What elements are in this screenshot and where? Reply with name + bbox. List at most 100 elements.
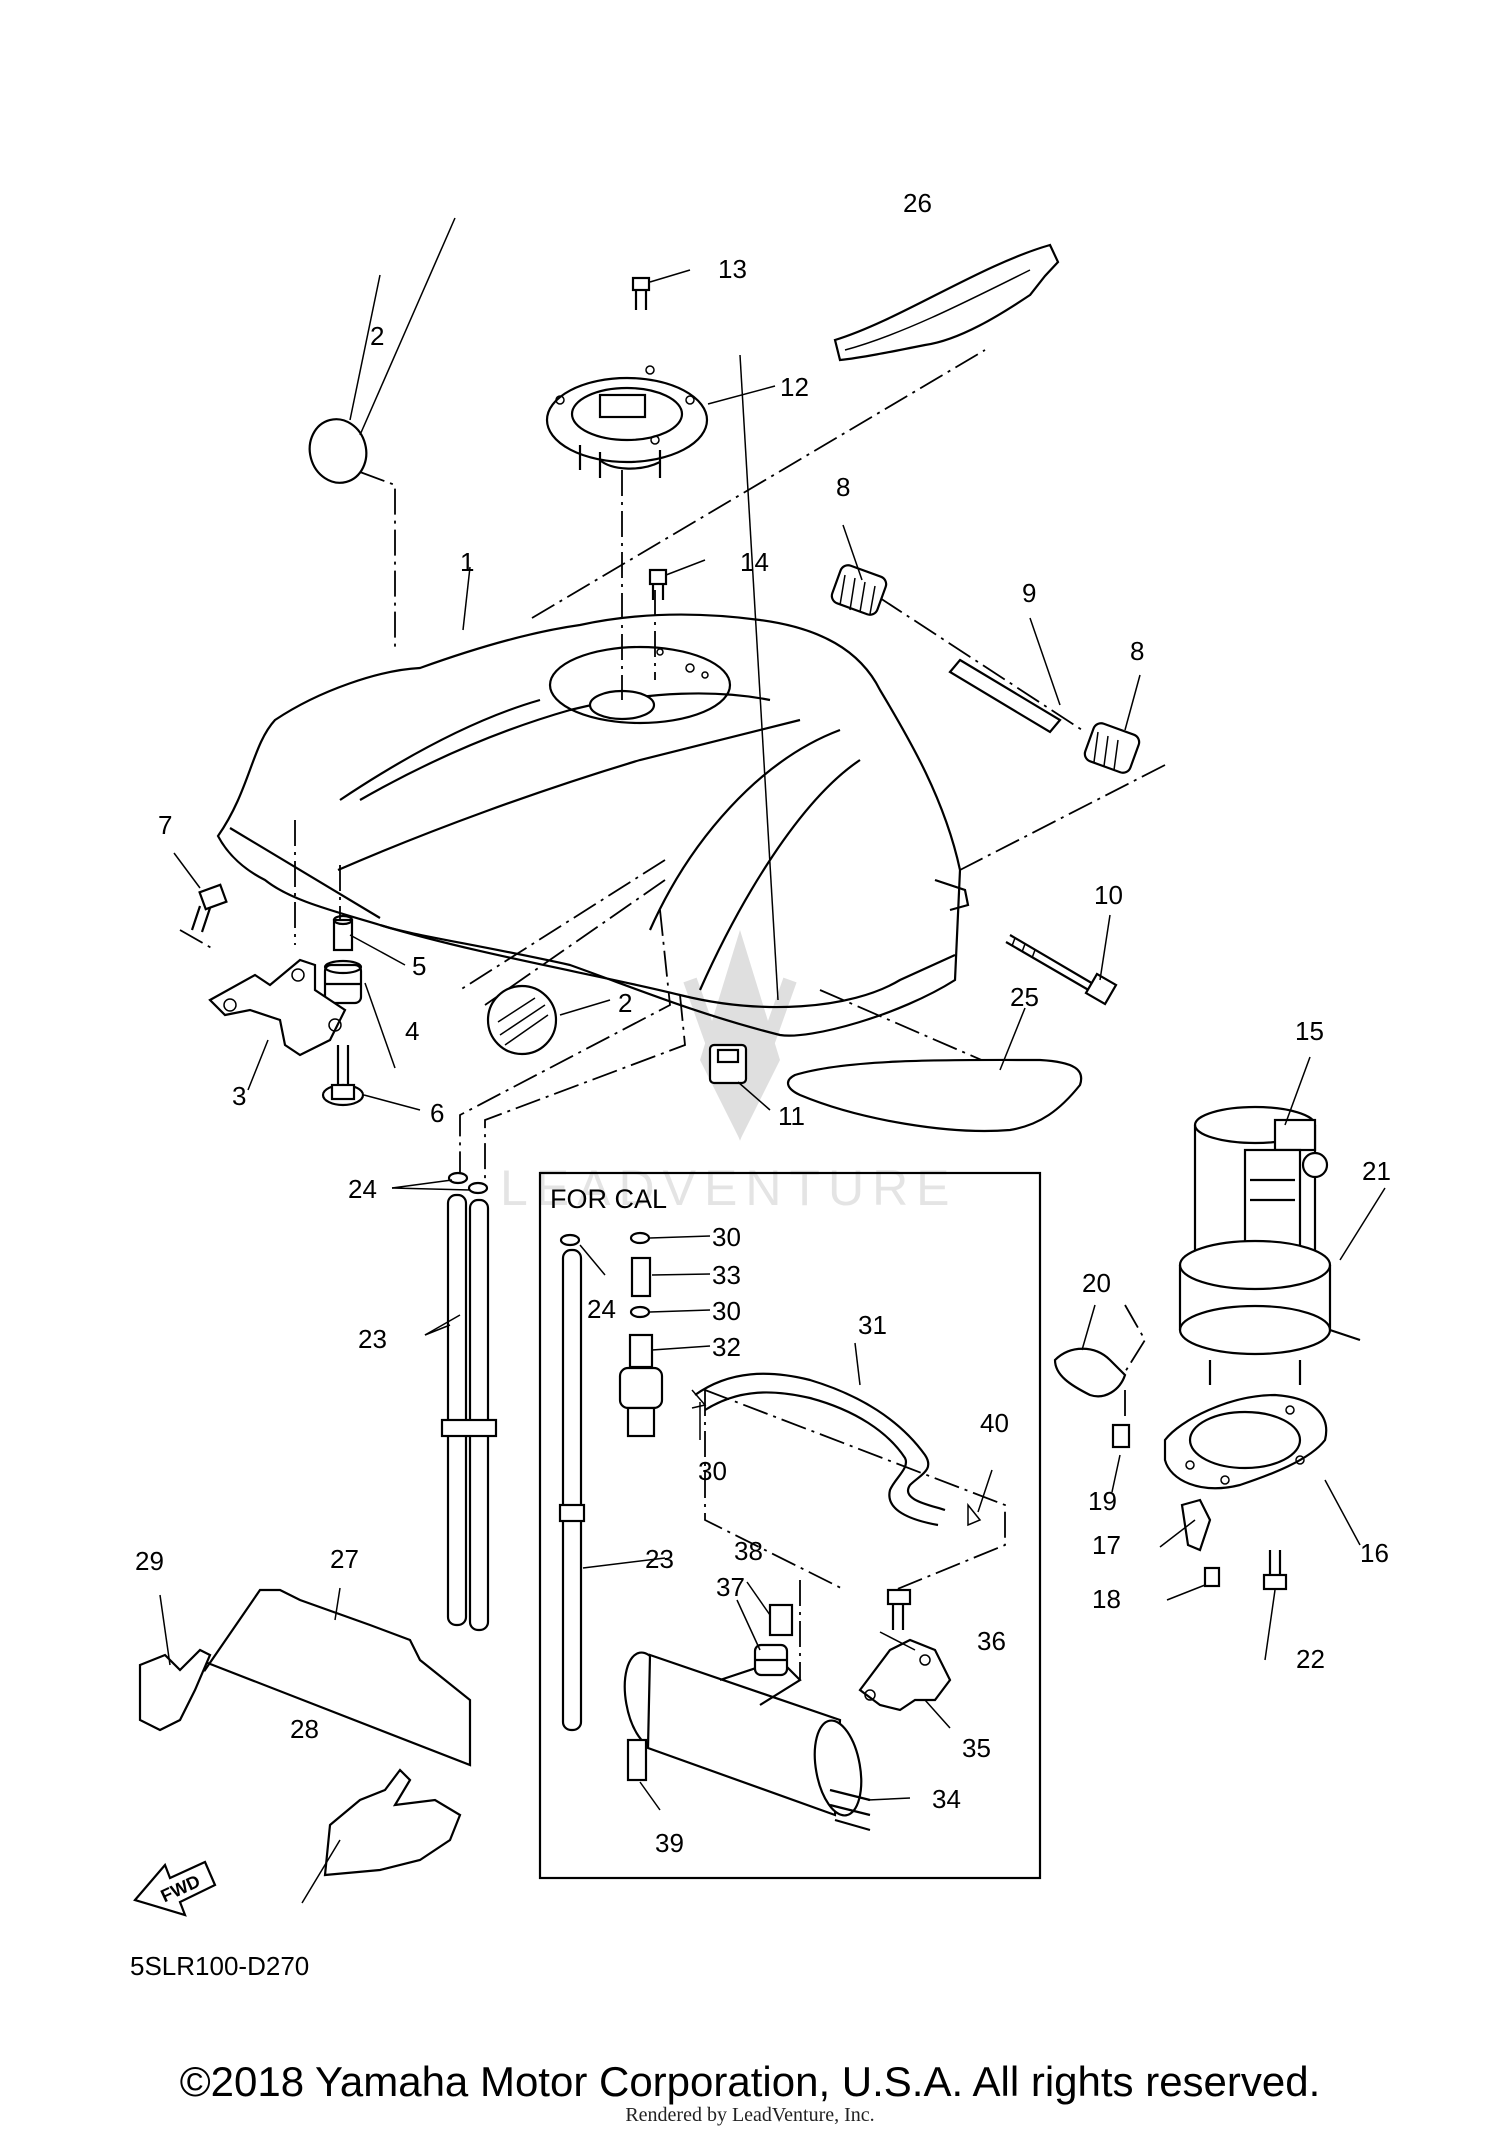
rendered-by-credit: Rendered by LeadVenture, Inc. [625,2104,875,2126]
bracket-21 [1178,1239,1361,1385]
cover-25 [787,1058,1083,1133]
damper-4 [323,959,363,1005]
label-15: 15 [1295,1016,1324,1046]
inset-bracket-35 [858,1638,952,1712]
inset-valve-32 [618,1333,664,1438]
inset-hose-23 [558,1248,586,1732]
label-24-left: 24 [348,1174,377,1204]
label-3: 3 [232,1081,246,1111]
gasket-plate-16 [1163,1393,1328,1490]
clip-17 [1180,1498,1212,1552]
grommet-8-left [830,564,888,616]
label-23-inset: 23 [645,1544,674,1574]
watermark-logo [683,930,797,1141]
cover-29 [138,1648,212,1732]
label-18: 18 [1092,1584,1121,1614]
bracket-3 [208,958,347,1057]
label-4: 4 [405,1016,419,1046]
label-17: 17 [1092,1530,1121,1560]
clips-24-left [447,1171,489,1195]
label-30-a: 30 [712,1222,741,1252]
label-10: 10 [1094,880,1123,910]
for-cal-title: FOR CAL [550,1184,667,1214]
clip-11 [708,1043,748,1085]
cover-28 [323,1768,462,1877]
label-11: 11 [778,1101,805,1131]
label-23-left: 23 [358,1324,387,1354]
inset-damper-37 [753,1643,789,1677]
filler-cap-12 [545,365,709,478]
label-12: 12 [780,372,809,402]
fuel-pump-15 [1193,1105,1329,1262]
for-cal-inset-box [538,1171,1042,1880]
inset-cap-39 [626,1738,648,1782]
hose-9 [948,658,1062,734]
label-21: 21 [1362,1156,1391,1186]
label-24-inset: 24 [587,1294,616,1324]
label-5: 5 [412,951,426,981]
label-1: 1 [460,547,474,577]
label-6: 6 [430,1098,444,1128]
label-19: 19 [1088,1486,1117,1516]
inset-collar-38 [768,1603,794,1637]
label-27: 27 [330,1544,359,1574]
label-28: 28 [290,1714,319,1744]
bolt-7 [190,883,228,933]
cap-2-top [308,418,368,484]
inset-clip-30-lower [691,1389,707,1409]
label-30-c: 30 [698,1456,727,1486]
diagram-code: 5SLR100-D270 [130,1951,309,1981]
label-9: 9 [1022,578,1036,608]
watermark-text: LEADVENTURE [500,1160,958,1216]
inset-bolt-36 [886,1588,912,1630]
fuel-tank [216,613,970,1037]
bolt-19 [1111,1423,1131,1449]
callouts [159,217,1386,1904]
bolt-14 [648,568,668,600]
grommet-8-right [1083,722,1141,774]
bolt-10 [1005,934,1118,1006]
part-labels: 26 13 2 12 8 14 1 9 8 7 10 5 25 2 4 15 6… [135,188,1391,1858]
label-35: 35 [962,1733,991,1763]
bolt-13 [631,276,651,310]
bolt-6 [321,1045,365,1107]
label-13: 13 [718,254,747,284]
label-36: 36 [977,1626,1006,1656]
fwd-arrow-icon: FWD [133,1860,217,1917]
label-26: 26 [903,188,932,218]
inset-clip-40 [967,1502,982,1527]
inset-hose-31 [694,1372,946,1527]
hoses-23-left [440,1193,498,1632]
label-40: 40 [980,1408,1009,1438]
inset-clips-30-24 [559,1231,651,1319]
label-8-left: 8 [836,472,850,502]
label-37: 37 [716,1572,745,1602]
label-32: 32 [712,1332,741,1362]
copyright-notice: ©2018 Yamaha Motor Corporation, U.S.A. A… [179,2058,1321,2105]
label-25: 25 [1010,982,1039,1012]
label-22: 22 [1296,1644,1325,1674]
label-33: 33 [712,1260,741,1290]
label-7: 7 [158,810,172,840]
inset-connector-33 [630,1256,652,1298]
cap-2-side [486,984,558,1056]
leader-lines [179,349,1176,1680]
label-20: 20 [1082,1268,1111,1298]
collar-5 [332,914,354,952]
screw-18 [1203,1566,1221,1588]
label-39: 39 [655,1828,684,1858]
part-26-seal [833,243,1060,362]
bolt-22 [1262,1550,1288,1591]
label-8-right: 8 [1130,636,1144,666]
label-30-b: 30 [712,1296,741,1326]
label-29: 29 [135,1546,164,1576]
label-2-side: 2 [618,988,632,1018]
inset-canister-34 [623,1651,871,1832]
cover-27 [197,1588,472,1767]
clamp-20 [1053,1347,1127,1398]
label-2-top: 2 [370,321,384,351]
label-38: 38 [734,1536,763,1566]
label-14: 14 [740,547,769,577]
label-16: 16 [1360,1538,1389,1568]
